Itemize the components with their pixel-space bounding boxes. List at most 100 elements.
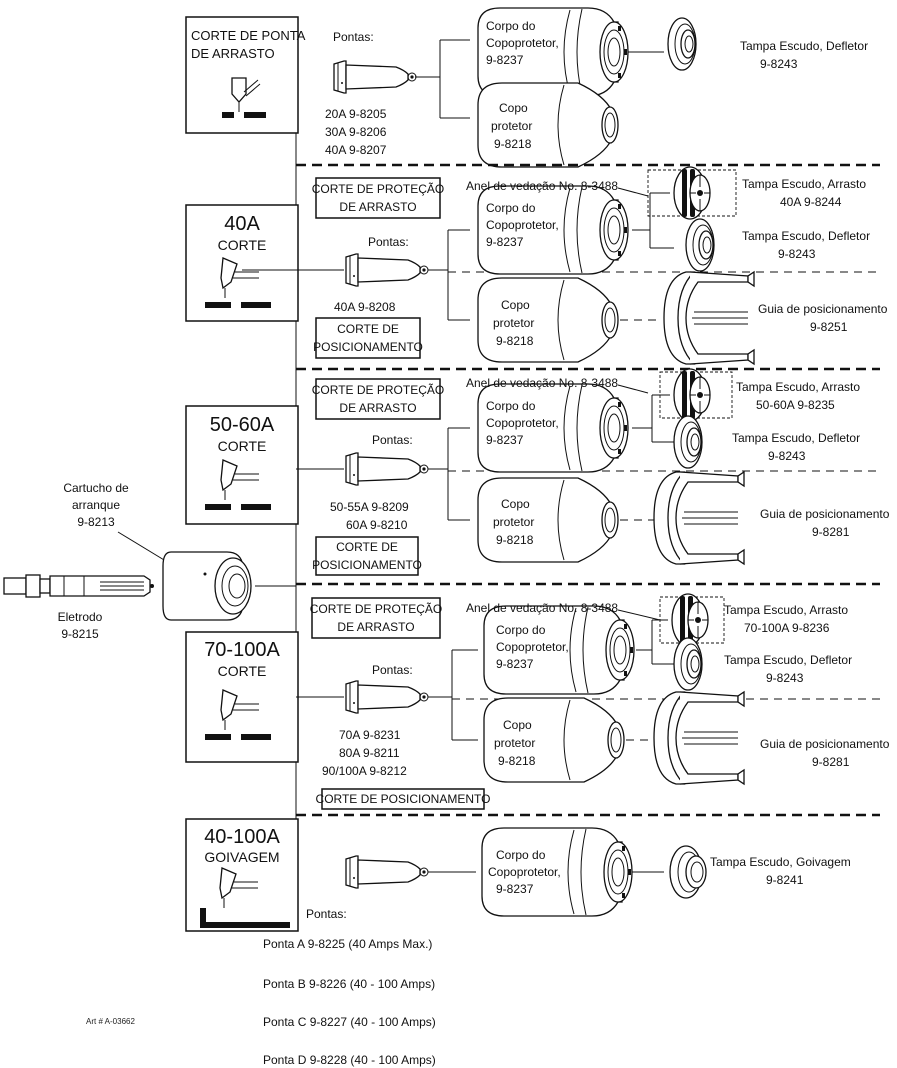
- section1-cup-line2: protetor: [491, 119, 532, 133]
- section1-connector: [415, 40, 470, 118]
- section2-body-line2: Copoprotetor,: [486, 218, 559, 232]
- cartridge-line3: 9-8213: [77, 515, 115, 529]
- section5-body-line2: Copoprotetor,: [488, 865, 561, 879]
- section2-deflector-cap: [686, 219, 714, 271]
- section3-guide-line2: 9-8281: [812, 525, 850, 539]
- section4-shield-line2: 9-8243: [766, 671, 804, 685]
- section4-cup-line1: Copo: [503, 718, 532, 732]
- section4-guide-line2: 9-8281: [812, 755, 850, 769]
- section5-body-line1: Corpo do: [496, 848, 546, 862]
- section3-drag-label-line2: DE ARRASTO: [339, 401, 416, 415]
- section5-body-line3: 9-8237: [496, 882, 534, 896]
- section3-deflector-cap: [674, 416, 702, 468]
- section4-tips-label: Pontas:: [372, 663, 413, 677]
- gouge-tip-d: Ponta D 9-8228 (40 - 100 Amps): [263, 1053, 436, 1067]
- section2-body-line1: Corpo do: [486, 201, 536, 215]
- electrode-line1: Eletrodo: [58, 610, 103, 624]
- section1-body-line3: 9-8237: [486, 53, 524, 67]
- section2-drag-shield-line2: 40A 9-8244: [780, 195, 842, 209]
- section2-drag-cap: [674, 167, 710, 219]
- section1-deflector-cap: [668, 18, 696, 70]
- section4-drag-shield-line2: 70-100A 9-8236: [744, 621, 830, 635]
- electrode-line2: 9-8215: [61, 627, 99, 641]
- section3-body-line3: 9-8237: [486, 433, 524, 447]
- section4-oring: Anel de vedação No. 8-3488: [466, 601, 618, 615]
- section3-tip: [346, 453, 428, 485]
- section4-mode: CORTE: [218, 663, 267, 679]
- section3-drag-label-line1: CORTE DE PROTEÇÃO: [312, 383, 444, 397]
- section2-shield-line2: 9-8243: [778, 247, 816, 261]
- cartridge-line2: arranque: [72, 498, 120, 512]
- section3-cup-line2: protetor: [493, 515, 534, 529]
- section2-cup-line3: 9-8218: [496, 334, 534, 348]
- electrode: [4, 575, 154, 597]
- section2-drag-label-line2: DE ARRASTO: [339, 200, 416, 214]
- section5-tips-label: Pontas:: [306, 907, 347, 921]
- section2-drag-label-line1: CORTE DE PROTEÇÃO: [312, 182, 444, 196]
- section4-body-line2: Copoprotetor,: [496, 640, 569, 654]
- section2-standoff-line1: CORTE DE: [337, 322, 399, 336]
- gouge-tip-c: Ponta C 9-8227 (40 - 100 Amps): [263, 1015, 436, 1029]
- section1-title-line1: CORTE DE PONTA: [191, 28, 306, 43]
- section4-standoff-label: CORTE DE POSICIONAMENTO: [316, 792, 491, 806]
- section4-guide-line1: Guia de posicionamento: [760, 737, 890, 751]
- section2-standoff-guide: [664, 272, 754, 364]
- section3-standoff-line2: POSICIONAMENTO: [312, 558, 422, 572]
- section3-tip-1: 50-55A 9-8209: [330, 500, 409, 514]
- section4-body-line3: 9-8237: [496, 657, 534, 671]
- section3-guide-line1: Guia de posicionamento: [760, 507, 890, 521]
- section2-guide-line1: Guia de posicionamento: [758, 302, 888, 316]
- section5-gouge-cap: [670, 846, 706, 898]
- section3-cup-line3: 9-8218: [496, 533, 534, 547]
- section2-cup-line2: protetor: [493, 316, 534, 330]
- section1-tip-3: 40A 9-8207: [325, 143, 387, 157]
- section5-gouge-shield-line1: Tampa Escudo, Goivagem: [710, 855, 851, 869]
- section1-shield-line2: 9-8243: [760, 57, 798, 71]
- section2-tips-label: Pontas:: [368, 235, 409, 249]
- section4-standoff-guide: [654, 692, 744, 784]
- section2-standoff-line2: POSICIONAMENTO: [313, 340, 423, 354]
- section3-mode: CORTE: [218, 438, 267, 454]
- section3-standoff-line1: CORTE DE: [336, 540, 398, 554]
- section3-body-line1: Corpo do: [486, 399, 536, 413]
- section2-cup-line1: Copo: [501, 298, 530, 312]
- section4-cup-line2: protetor: [494, 736, 535, 750]
- section4-tip-2: 80A 9-8211: [339, 746, 400, 760]
- section5-amp: 40-100A: [204, 826, 280, 848]
- section3-drag-shield-line2: 50-60A 9-8235: [756, 398, 835, 412]
- gouge-tip-a: Ponta A 9-8225 (40 Amps Max.): [263, 937, 432, 951]
- section3-shield-line2: 9-8243: [768, 449, 806, 463]
- section3-body-line2: Copoprotetor,: [486, 416, 559, 430]
- gouge-tip-b: Ponta B 9-8226 (40 - 100 Amps): [263, 977, 435, 991]
- section4-body-line1: Corpo do: [496, 623, 546, 637]
- section2-shield-line1: Tampa Escudo, Defletor: [742, 229, 870, 243]
- section1-shield-line1: Tampa Escudo, Defletor: [740, 39, 868, 53]
- section4-amp: 70-100A: [204, 639, 280, 661]
- section3-cup-line1: Copo: [501, 497, 530, 511]
- section3-shield-line1: Tampa Escudo, Defletor: [732, 431, 860, 445]
- start-cartridge: [163, 552, 251, 620]
- section2-drag-shield-line1: Tampa Escudo, Arrasto: [742, 177, 866, 191]
- section1-tip-1: 20A 9-8205: [325, 107, 387, 121]
- section5-mode: GOIVAGEM: [204, 849, 279, 865]
- section3-standoff-guide: [654, 472, 744, 564]
- section1-cup-line1: Copo: [499, 101, 528, 115]
- section1-tip-2: 30A 9-8206: [325, 125, 387, 139]
- section1-tips-label: Pontas:: [333, 30, 374, 44]
- section2-oring: Anel de vedação No. 8-3488: [466, 179, 618, 193]
- section3-drag-cap: [674, 369, 710, 421]
- section4-tip: [346, 681, 428, 713]
- section4-deflector-cap: [674, 638, 702, 690]
- section3-tip-2: 60A 9-8210: [346, 518, 408, 532]
- section2-amp: 40A: [224, 213, 260, 235]
- section1-body-line2: Copoprotetor,: [486, 36, 559, 50]
- section3-tips-label: Pontas:: [372, 433, 413, 447]
- section2-tip: [346, 254, 428, 286]
- art-number: Art # A-03662: [86, 1017, 135, 1026]
- section4-tip-3: 90/100A 9-8212: [322, 764, 407, 778]
- section1-title-line2: DE ARRASTO: [191, 46, 275, 61]
- section4-tip-1: 70A 9-8231: [339, 728, 401, 742]
- section4-drag-label-line2: DE ARRASTO: [337, 620, 414, 634]
- section4-shield-line1: Tampa Escudo, Defletor: [724, 653, 852, 667]
